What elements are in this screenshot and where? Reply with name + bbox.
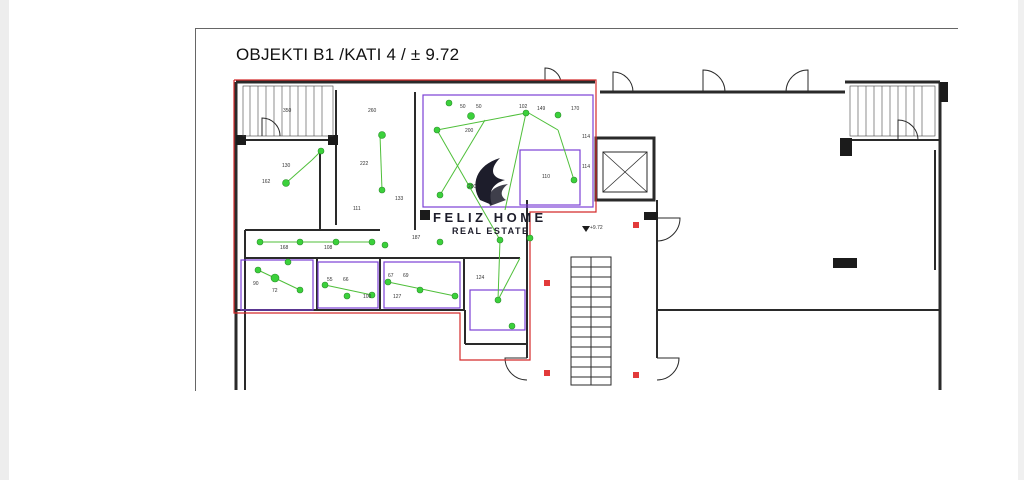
room-outlines [240,94,594,331]
dim-label: 124 [476,275,485,281]
dim-label: 72 [272,288,278,294]
dim-label: 168 [280,245,289,251]
dim-label: 200 [468,184,477,190]
dim-label: 130 [282,163,291,169]
dim-label: 350 [283,108,292,114]
screenshot-left-border [0,0,9,480]
level-marker: +9.72 [590,225,603,231]
dimension-labels: 350 260 50 50 102 149 170 200 162 130 22… [253,104,603,300]
building-walls [234,80,942,390]
dim-label: 55 [327,277,333,283]
level-marker-symbol [582,226,590,232]
wall-columns [236,82,948,268]
dim-label: 114 [582,134,590,140]
screenshot-right-border [1018,0,1024,480]
dim-label: 67 [388,273,394,279]
dim-label: 222 [360,161,369,167]
balcony-left [242,85,334,137]
dim-label: 50 [460,104,466,110]
watermark-subtitle: REAL ESTATE [452,226,530,236]
dim-label: 114 [582,164,590,170]
dim-label: 108 [324,245,333,251]
watermark-brand: FELIZ HOME [433,210,547,225]
dim-label: 100 [363,294,372,300]
electrical-points [254,99,578,330]
dim-label: 50 [476,104,482,110]
dim-label: 110 [542,174,550,180]
dim-label: 90 [253,281,259,287]
dim-label: 111 [353,206,361,212]
interior-walls [236,90,941,390]
dim-label: 102 [519,104,528,110]
dim-label: 200 [465,128,474,134]
dim-label: 187 [412,235,421,241]
staircase [570,256,612,386]
dim-label: 170 [571,106,580,112]
dim-label: 127 [393,294,402,300]
door-swings [261,67,919,381]
dim-label: 260 [368,108,377,114]
dim-label: 69 [403,273,409,279]
drawing-title: OBJEKTI B1 /KATI 4 / ± 9.72 [236,45,460,64]
elevator-shaft [594,136,656,202]
apartment-outline [233,79,597,361]
dim-label: 162 [262,179,271,185]
balcony-right [849,85,936,137]
dim-label: 149 [537,106,546,112]
feliz-home-flame-logo [475,158,508,206]
dim-label: 133 [395,196,404,202]
dim-label: 66 [343,277,349,283]
annotation-marks [544,222,639,378]
